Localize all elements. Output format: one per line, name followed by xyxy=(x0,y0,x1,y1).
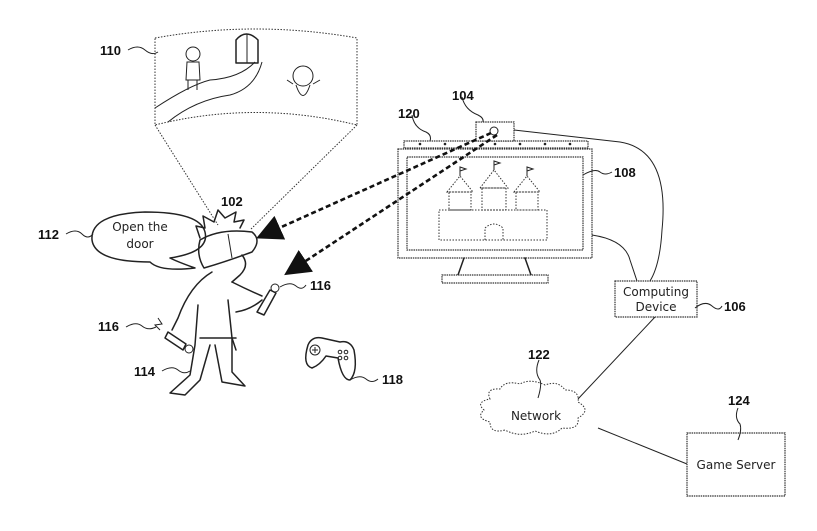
camera-icon xyxy=(475,121,515,142)
user-figure xyxy=(169,209,263,396)
game-server-label: Game Server xyxy=(697,458,776,472)
speech-text-2: door xyxy=(126,237,153,251)
ref-120: 120 xyxy=(398,106,420,121)
leader-120 xyxy=(411,114,431,142)
network-cloud: Network xyxy=(480,380,586,435)
motion-controller-right xyxy=(256,283,280,316)
computing-device-label-2: Device xyxy=(635,300,676,314)
ref-122: 122 xyxy=(528,347,550,362)
leader-104 xyxy=(461,96,484,123)
ref-116-left: 116 xyxy=(98,319,119,334)
light-bar xyxy=(403,140,589,149)
tracking-arrow-hmd xyxy=(256,131,492,240)
ref-112: 112 xyxy=(38,227,59,242)
motion-controller-left xyxy=(153,317,194,354)
display-cable xyxy=(591,234,638,282)
leader-106 xyxy=(694,302,723,310)
camera-cable xyxy=(513,129,664,282)
character-icon xyxy=(185,46,201,90)
leader-112 xyxy=(65,230,94,238)
speech-text-1: Open the xyxy=(112,220,168,234)
leader-122 xyxy=(536,359,542,399)
tracking-arrow-controller xyxy=(284,133,498,276)
ref-124: 124 xyxy=(728,393,750,408)
ref-106: 106 xyxy=(724,299,746,314)
ref-110: 110 xyxy=(100,43,121,58)
link-device-network xyxy=(577,316,656,400)
link-network-server xyxy=(597,427,688,465)
creature-icon xyxy=(286,65,321,96)
computing-device-box: Computing Device xyxy=(614,280,698,318)
castle-icon xyxy=(438,160,548,241)
display-monitor xyxy=(397,148,593,284)
leader-116-right xyxy=(279,283,307,289)
leader-114 xyxy=(161,367,191,374)
leader-116-left xyxy=(125,323,157,330)
ref-104: 104 xyxy=(452,88,474,103)
ref-116-right: 116 xyxy=(310,278,331,293)
ref-108: 108 xyxy=(614,165,636,180)
gamepad-icon xyxy=(305,336,357,381)
hmd-icon xyxy=(197,230,258,269)
game-server-box: Game Server xyxy=(686,432,786,497)
leader-110 xyxy=(127,46,159,55)
network-label: Network xyxy=(511,409,561,423)
door-icon xyxy=(235,33,259,64)
ref-114: 114 xyxy=(134,364,156,379)
vr-view-panel xyxy=(154,28,358,231)
ref-102: 102 xyxy=(221,194,243,209)
speech-bubble: Open the door xyxy=(91,211,207,270)
leader-118 xyxy=(349,376,379,382)
ref-118: 118 xyxy=(382,372,403,387)
leader-108 xyxy=(582,170,613,176)
computing-device-label-1: Computing xyxy=(623,285,689,299)
leader-124 xyxy=(735,407,742,441)
